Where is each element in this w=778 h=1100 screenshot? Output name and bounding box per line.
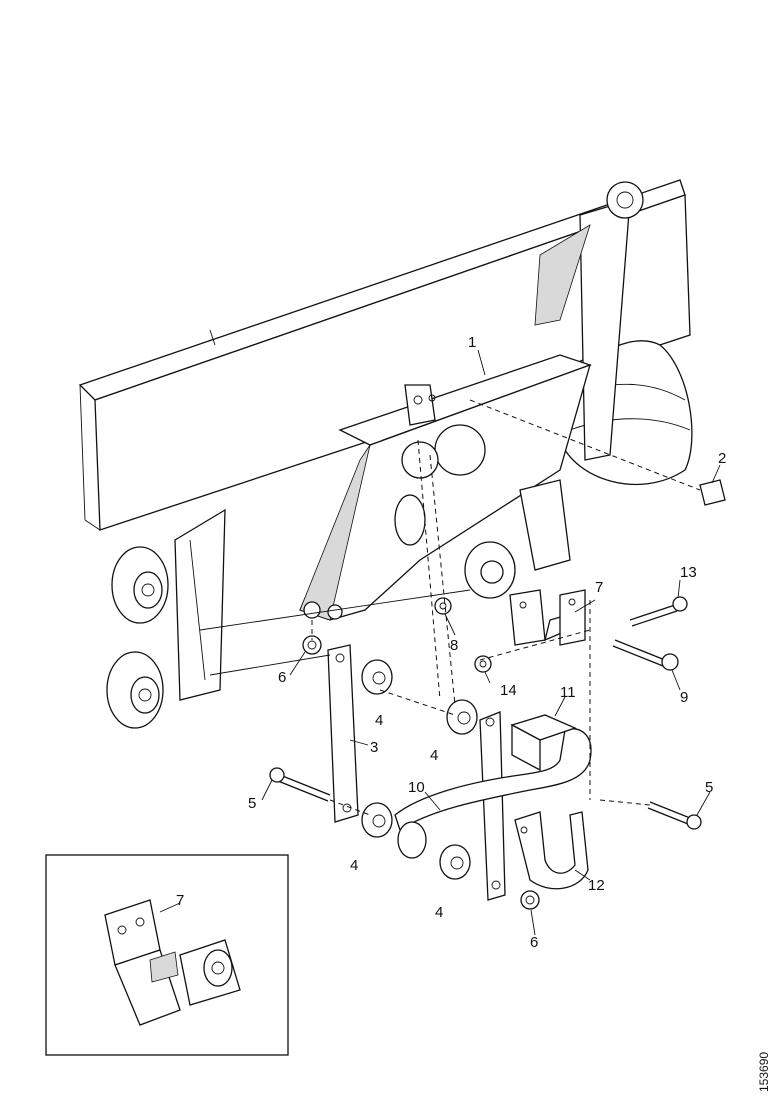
callout-4-d: 4 <box>435 904 443 921</box>
callout-7: 7 <box>595 579 603 596</box>
callout-12: 12 <box>588 877 605 894</box>
nut-6-right <box>520 890 540 910</box>
callout-5-left: 5 <box>248 795 256 812</box>
assembly-lines <box>199 439 651 816</box>
callout-10: 10 <box>408 779 425 796</box>
bolt-5-right <box>647 801 702 830</box>
clamp-12 <box>514 811 589 890</box>
callout-2: 2 <box>718 450 726 467</box>
bolt-5-left <box>269 767 331 802</box>
callout-5-right: 5 <box>705 779 713 796</box>
reference-number: 153690 <box>757 1052 771 1092</box>
callout-3: 3 <box>370 739 378 756</box>
inset-detail <box>45 854 289 1056</box>
callout-4-a: 4 <box>375 712 383 729</box>
callout-4-c: 4 <box>350 857 358 874</box>
callout-7-inset: 7 <box>176 892 184 909</box>
callout-8: 8 <box>450 637 458 654</box>
bolt-9 <box>612 639 679 671</box>
bushing-4-d <box>439 844 471 880</box>
leader-lines <box>159 349 721 936</box>
bracket-bushing <box>464 479 571 599</box>
bracket-7 <box>509 589 587 646</box>
link-arm-3 <box>327 644 359 823</box>
left-hanger <box>174 508 226 701</box>
bushing-4-c <box>361 802 393 838</box>
main-bracket <box>299 354 592 621</box>
bolt-2 <box>469 399 726 506</box>
nut-14 <box>474 655 492 673</box>
link-arm-right <box>479 711 506 901</box>
left-roller-lower <box>106 651 164 729</box>
nut-8 <box>434 597 452 615</box>
callout-14: 14 <box>500 682 517 699</box>
clamp-11 <box>510 714 577 772</box>
callout-13: 13 <box>680 564 697 581</box>
callout-labels: 1 2 3 4 4 4 4 5 5 6 6 7 7 8 9 10 11 12 1… <box>176 334 726 951</box>
callout-1: 1 <box>468 334 476 351</box>
callout-9: 9 <box>680 689 688 706</box>
callout-11: 11 <box>560 684 576 701</box>
left-roller-upper <box>111 546 169 624</box>
callout-6-right: 6 <box>530 934 538 951</box>
callout-6-left: 6 <box>278 669 286 686</box>
bushing-4-a <box>361 659 393 695</box>
nut-6-left <box>302 635 322 655</box>
callout-4-b: 4 <box>430 747 438 764</box>
anti-roll-bar-10 <box>394 728 592 859</box>
bushing-4-b <box>446 699 478 735</box>
bolt-13 <box>629 596 688 627</box>
